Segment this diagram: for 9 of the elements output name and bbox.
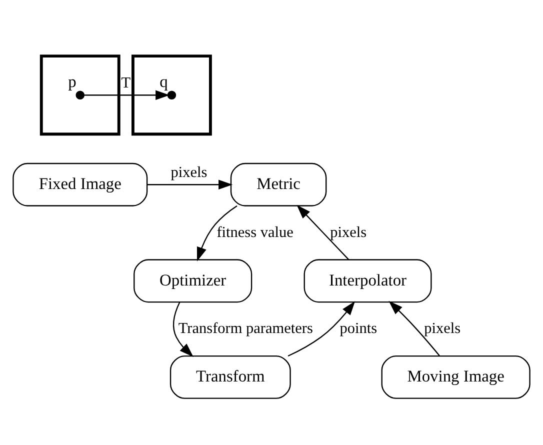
- edge-label: points: [340, 320, 378, 338]
- edge-label: pixels: [330, 224, 367, 241]
- node-label: q: [160, 72, 168, 91]
- edge-label: pixels: [424, 320, 461, 338]
- edge-label: fitness value: [216, 224, 294, 241]
- edge-label: pixels: [170, 164, 208, 181]
- node-label: p: [68, 72, 76, 91]
- edge-label: T: [121, 74, 131, 92]
- edge-label: Transform parameters: [178, 320, 313, 338]
